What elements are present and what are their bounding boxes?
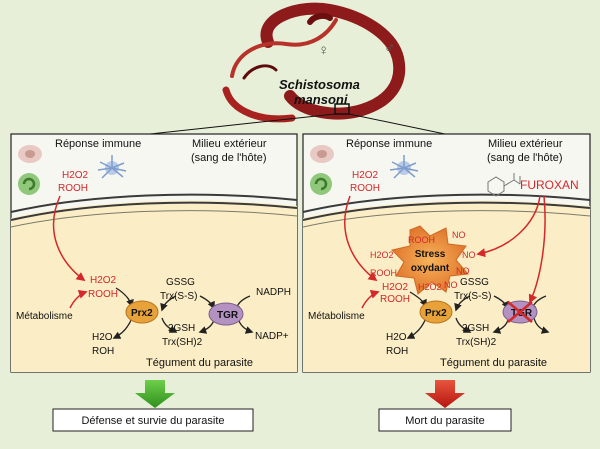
trx-reduced-label: Trx(SH)2 xyxy=(456,337,497,348)
outcome-box-survival xyxy=(52,408,254,432)
gssg-label: GSSG xyxy=(166,277,195,288)
tgr-to-trx-arrow xyxy=(492,319,509,334)
nitric-oxide-label-4: NO xyxy=(444,280,458,290)
gsh-label: 2GSH xyxy=(462,323,489,334)
dendritic-cell-icon xyxy=(389,155,419,179)
furoxan-molecule-icon xyxy=(487,173,521,197)
metabolism-label: Métabolisme xyxy=(308,311,365,322)
water-product-label: H2O xyxy=(92,332,113,343)
tgr-inhibited-cross-icon xyxy=(507,301,533,323)
external-medium-label: Milieu extérieur xyxy=(488,138,563,150)
species-name-line1: Schistosoma xyxy=(279,77,360,92)
dendritic-cell-icon xyxy=(97,155,127,179)
zoom-line-right xyxy=(348,113,446,135)
ros-external-rooh: ROOH xyxy=(350,183,380,194)
tegument-membrane-layer xyxy=(10,210,298,228)
nadph-label: NADPH xyxy=(256,287,291,298)
immune-response-label: Réponse immune xyxy=(55,138,141,150)
macrophage-icon xyxy=(18,173,40,195)
gssg-label: GSSG xyxy=(460,277,489,288)
tegument-membrane-outer xyxy=(302,193,591,213)
outcome-death-label: Mort du parasite xyxy=(405,415,484,427)
alcohol-product-label: ROH xyxy=(92,346,114,357)
tegument-label: Tégument du parasite xyxy=(440,357,547,369)
gsh-label: 2GSH xyxy=(168,323,195,334)
furoxan-no-arrow xyxy=(476,195,541,258)
prx2-enzyme xyxy=(419,300,453,324)
trx-ox-to-prx-arrow xyxy=(454,295,471,312)
tgr-label: TGR xyxy=(217,310,239,321)
trx-ox-to-prx-arrow xyxy=(160,295,177,312)
water-product-label: H2O xyxy=(386,332,407,343)
ros-influx-arrow xyxy=(344,195,378,282)
tegument-membrane-outer xyxy=(10,193,298,213)
outcome-survival-label: Défense et survie du parasite xyxy=(81,415,224,427)
nitric-oxide-label-3: NO xyxy=(456,266,470,276)
tegument-membrane-inner xyxy=(10,201,298,221)
prx2-enzyme xyxy=(125,300,159,324)
tgr-side-arrow-bottom xyxy=(533,317,550,334)
trx-oxidized-label: Trx(S-S) xyxy=(160,291,197,302)
outcome-box-death xyxy=(378,408,512,432)
external-medium-label: Milieu extérieur xyxy=(192,138,267,150)
nadp-label: NADP+ xyxy=(255,331,289,342)
zoom-box xyxy=(334,103,350,115)
tgr-enzyme xyxy=(208,302,244,326)
ros-external-h2o2: H2O2 xyxy=(352,170,379,181)
stress-ros-rooh-1: ROOH xyxy=(408,235,435,245)
stress-label-line2: oxydant xyxy=(411,263,450,274)
immune-cell-icon xyxy=(18,145,42,163)
female-symbol: ♀ xyxy=(318,42,329,59)
stress-ros-h2o2-1: H2O2 xyxy=(370,250,394,260)
ros-external-rooh: ROOH xyxy=(58,183,88,194)
immune-cell-icon xyxy=(310,145,334,163)
ros-internal-rooh: ROOH xyxy=(380,294,410,305)
trx-oxidized-label: Trx(S-S) xyxy=(454,291,491,302)
macrophage-icon xyxy=(310,173,332,195)
tegument-area xyxy=(11,200,297,372)
oxidative-stress-burst xyxy=(391,225,469,295)
nitric-oxide-label-1: NO xyxy=(452,230,466,240)
ros-internal-h2o2: H2O2 xyxy=(382,282,409,293)
ros-internal-h2o2: H2O2 xyxy=(90,275,117,286)
stress-ros-rooh-2: ROOH xyxy=(370,268,397,278)
host-blood-label: (sang de l'hôte) xyxy=(191,152,266,164)
nitric-oxide-label-2: NO xyxy=(462,250,476,260)
stress-ros-h2o2-2: H2O2 xyxy=(418,282,442,292)
ros-external-h2o2: H2O2 xyxy=(62,170,89,181)
metabolism-arrow xyxy=(361,290,380,309)
furoxan-drug-label: FUROXAN xyxy=(520,178,579,192)
metabolism-arrow xyxy=(69,290,88,309)
tegument-membrane-layer xyxy=(302,210,591,228)
panel-death: Réponse immune Milieu extérieur (sang de… xyxy=(302,133,591,373)
trx-reduced-label: Trx(SH)2 xyxy=(162,337,203,348)
zoom-line-left xyxy=(149,113,336,135)
survival-arrow xyxy=(135,380,175,408)
prx-to-trx-red-arrow xyxy=(161,317,178,333)
immune-response-label: Réponse immune xyxy=(346,138,432,150)
host-blood-label: (sang de l'hôte) xyxy=(487,152,562,164)
tegument-membrane-inner xyxy=(302,201,591,221)
alcohol-product-label: ROH xyxy=(386,346,408,357)
tegument-label: Tégument du parasite xyxy=(146,357,253,369)
male-symbol: ♂ xyxy=(384,40,395,57)
prx-to-trx-red-arrow xyxy=(455,317,472,333)
metabolism-label: Métabolisme xyxy=(16,311,73,322)
ros-influx-arrow xyxy=(52,195,86,282)
prx2-label: Prx2 xyxy=(425,308,447,319)
ros-internal-rooh: ROOH xyxy=(88,289,118,300)
stress-label-line1: Stress xyxy=(415,249,446,260)
furoxan-inhibition-arrow xyxy=(528,195,546,304)
panel-survival: Réponse immune Milieu extérieur (sang de… xyxy=(10,133,298,373)
death-arrow xyxy=(425,380,465,408)
prx2-label: Prx2 xyxy=(131,308,153,319)
